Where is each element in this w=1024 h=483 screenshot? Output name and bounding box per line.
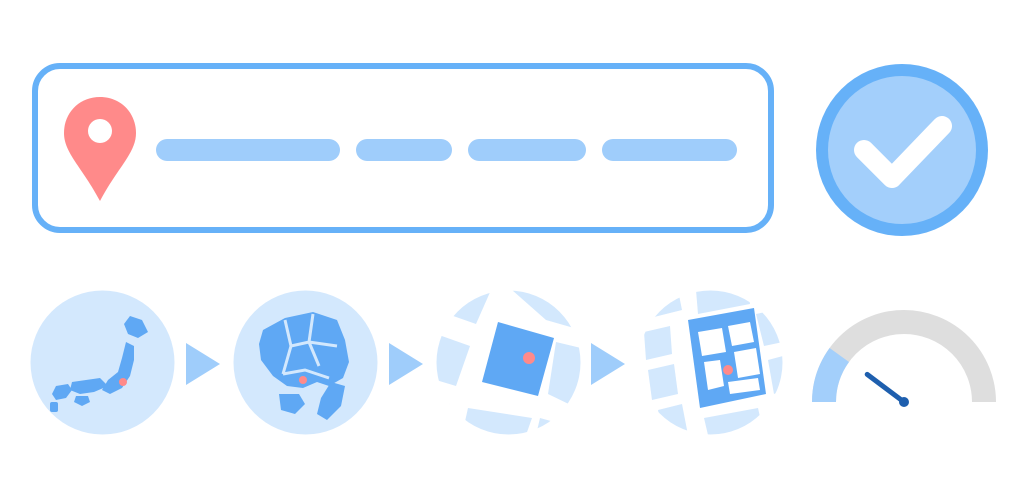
confirm-check-button[interactable]	[812, 60, 992, 240]
region-map-icon	[233, 290, 378, 435]
block-map-icon	[436, 290, 581, 435]
address-segment-4	[602, 139, 737, 161]
location-pin-icon	[64, 97, 136, 201]
japan-map-icon	[30, 290, 175, 435]
gauge-needle	[864, 371, 907, 405]
address-segment-1	[156, 139, 340, 161]
arrow-right-icon	[591, 343, 625, 385]
arrow-right-icon	[186, 343, 220, 385]
address-segment-3	[468, 139, 586, 161]
accuracy-gauge-icon	[812, 310, 996, 407]
checkmark-icon	[854, 116, 952, 188]
gauge-fill	[812, 347, 850, 403]
arrow-right-icon	[389, 343, 423, 385]
address-segment-2	[356, 139, 452, 161]
building-map-icon	[638, 290, 783, 435]
